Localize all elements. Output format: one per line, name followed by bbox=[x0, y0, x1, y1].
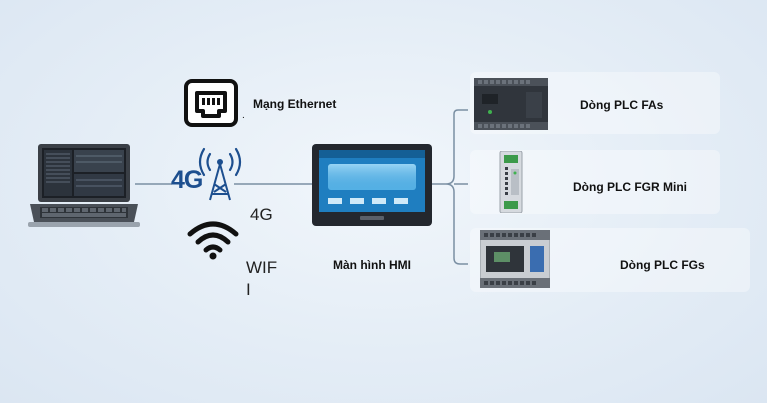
ethernet-dot: . bbox=[242, 110, 245, 121]
label-wifi-line2: I bbox=[246, 280, 251, 299]
ethernet-port-icon bbox=[184, 79, 238, 127]
4g-tower-icon bbox=[198, 147, 242, 201]
label-plc-fgs: Dòng PLC FGs bbox=[620, 258, 705, 272]
wifi-icon bbox=[187, 221, 239, 260]
label-plc-fas: Dòng PLC FAs bbox=[580, 98, 664, 112]
plc-fas-device bbox=[474, 78, 548, 130]
plc-fgs-device bbox=[480, 230, 550, 288]
label-ethernet: Mạng Ethernet bbox=[253, 97, 337, 111]
label-4g: 4G bbox=[250, 205, 273, 224]
label-plc-fgr-mini: Dòng PLC FGR Mini bbox=[573, 180, 687, 194]
label-4g-badge: 4G bbox=[171, 166, 203, 194]
label-wifi-line1: WIF bbox=[246, 258, 278, 277]
plc-bus-bracket bbox=[445, 109, 468, 265]
hmi-touchscreen bbox=[312, 144, 432, 226]
plc-fgr-mini-device bbox=[499, 151, 523, 213]
label-hmi: Màn hình HMI bbox=[333, 258, 411, 272]
laptop-icon bbox=[28, 144, 140, 227]
